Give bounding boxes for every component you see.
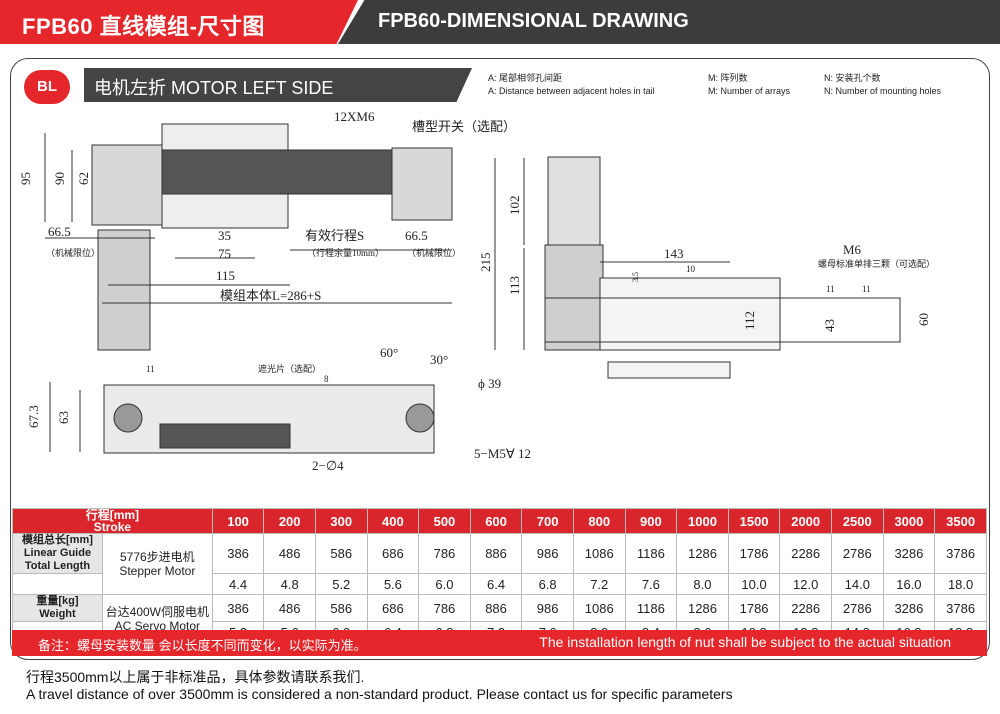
stroke-label: 行程[mm]Stroke (12, 508, 213, 534)
svg-text:66.5: 66.5 (48, 224, 71, 239)
svg-text:螺母标准单排三颗（可选配）: 螺母标准单排三颗（可选配） (818, 258, 935, 269)
svg-text:60: 60 (916, 313, 931, 326)
footer-zh: 行程3500mm以上属于非标准品，具体参数请联系我们. (26, 669, 365, 685)
svg-text:102: 102 (507, 196, 522, 216)
header-title-right: FPB60-DIMENSIONAL DRAWING (338, 0, 1000, 44)
svg-text:35: 35 (218, 228, 231, 243)
svg-text:遮光片（选配）: 遮光片（选配） (258, 363, 321, 374)
svg-text:60°: 60° (380, 345, 398, 360)
svg-text:2−∅4: 2−∅4 (312, 458, 344, 473)
svg-text:8: 8 (324, 374, 329, 384)
dimensional-drawing: 12XM6 槽型开关（选配） 95 90 62 66.5 （机械限位） 35 7… (18, 109, 935, 473)
side-profile (599, 277, 781, 351)
svg-text:11: 11 (826, 284, 835, 294)
svg-text:67.3: 67.3 (26, 405, 41, 428)
svg-text:63: 63 (56, 411, 71, 424)
section-title: 电机左折 MOTOR LEFT SIDE (84, 68, 472, 102)
svg-text:95: 95 (18, 172, 33, 185)
svg-text:3.5: 3.5 (631, 272, 640, 282)
svg-text:ϕ 39: ϕ 39 (478, 376, 501, 391)
module-body (161, 149, 395, 195)
svg-text:215: 215 (478, 253, 493, 273)
svg-text:12XM6: 12XM6 (334, 109, 375, 124)
svg-text:10: 10 (686, 264, 696, 274)
end-cap (391, 147, 453, 221)
svg-text:M6: M6 (843, 242, 862, 257)
svg-text:66.5: 66.5 (405, 228, 428, 243)
svg-text:113: 113 (507, 276, 522, 295)
motor-end-block (91, 144, 163, 226)
svg-text:115: 115 (216, 268, 235, 283)
svg-text:槽型开关（选配）: 槽型开关（选配） (412, 119, 516, 134)
footer-en: A travel distance of over 3500mm is cons… (26, 686, 733, 702)
stepper-length-row: 模组总长[mm] Linear Guide Total Length 5776步… (12, 533, 987, 595)
servo-length-row: 重量[kg] Weight 台达400W伺服电机 AC Servo Motor … (12, 594, 987, 643)
side-motor (547, 156, 601, 246)
svg-text:（机械限位）: （机械限位） (46, 247, 100, 258)
svg-text:30°: 30° (430, 352, 448, 367)
svg-text:（行程余量10mm）: （行程余量10mm） (307, 247, 384, 258)
note-bar: 备注：螺母安装数量 会以长度不同而变化，以实际为准。 The installat… (12, 630, 987, 656)
svg-text:112: 112 (742, 311, 757, 330)
svg-text:有效行程S: 有效行程S (305, 228, 364, 243)
svg-text:模组本体L=286+S: 模组本体L=286+S (220, 288, 321, 303)
svg-text:43: 43 (822, 319, 837, 332)
svg-text:62: 62 (76, 172, 91, 185)
motor (97, 229, 151, 351)
svg-text:75: 75 (218, 246, 231, 261)
section-badge: BL (24, 70, 70, 104)
svg-text:（机械限位）: （机械限位） (407, 247, 461, 258)
svg-text:5−M5∀ 12: 5−M5∀ 12 (474, 446, 531, 461)
svg-text:11: 11 (146, 364, 155, 374)
header-title-left: FPB60 直线模组-尺寸图 (0, 0, 358, 44)
svg-text:143: 143 (664, 246, 684, 261)
svg-text:90: 90 (52, 172, 67, 185)
drawing-frame (10, 58, 990, 660)
svg-text:11: 11 (862, 284, 871, 294)
